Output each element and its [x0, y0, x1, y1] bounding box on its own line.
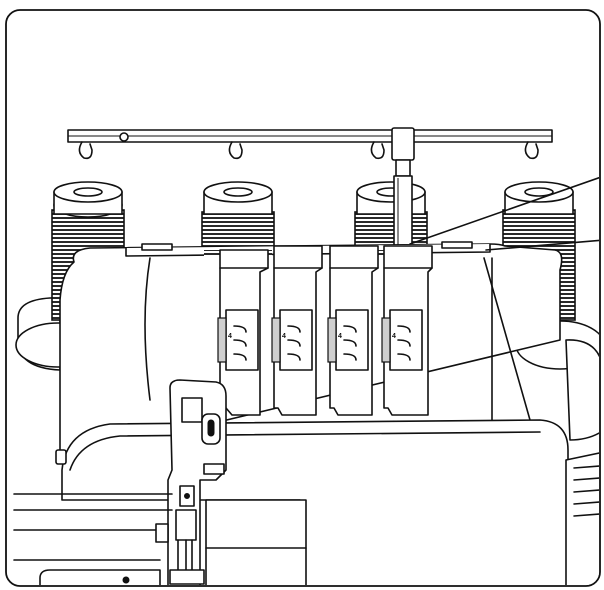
thread-guide-hook-4 [524, 141, 539, 160]
thread-guide-bar [67, 127, 553, 249]
leader-line-2 [485, 239, 599, 251]
tension-dial-3: 4 [327, 245, 379, 416]
thread-guide-hook-3 [370, 141, 385, 160]
tension-dial-1: 4 [217, 249, 269, 416]
thread-guide-hook-2 [228, 141, 243, 160]
handwheel [565, 339, 599, 585]
needle-assembly [167, 379, 227, 585]
tension-dial-3-number: 4 [338, 333, 342, 340]
tension-dial-4: 4 [381, 245, 433, 416]
tension-dial-2-number: 4 [282, 333, 286, 340]
tension-dial-1-number: 4 [228, 333, 232, 340]
leader-line-1 [409, 175, 599, 245]
machine-bed [13, 493, 307, 585]
thread-spool-2 [201, 181, 275, 253]
thread-guide-hook-1 [78, 141, 93, 160]
tension-dial-2: 4 [271, 245, 323, 416]
tension-dial-4-number: 4 [392, 333, 396, 340]
